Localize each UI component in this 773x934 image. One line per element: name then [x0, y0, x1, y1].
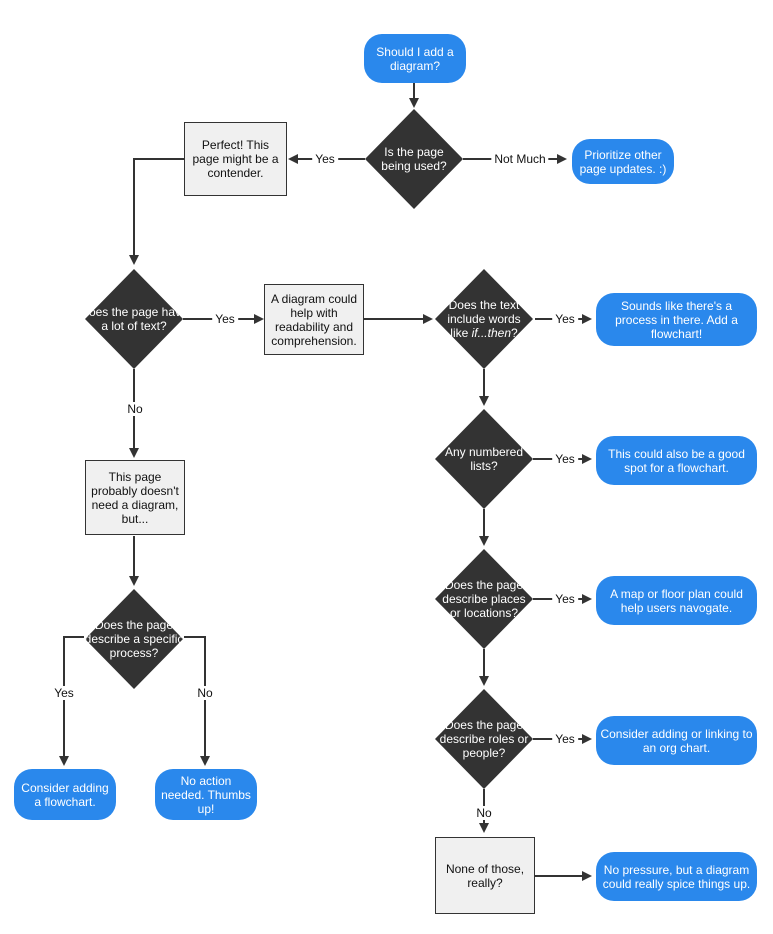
start-node: Should I add a diagram? — [364, 34, 466, 83]
spot-node-label: This could also be a good spot for a flo… — [608, 446, 745, 475]
consider-node: Consider adding a flowchart. — [14, 769, 116, 820]
consider-node-label: Consider adding a flowchart. — [21, 780, 109, 809]
edge-label-yes-helps: Yes — [212, 312, 238, 326]
not-need-node-label: This page probably doesn't need a diagra… — [91, 469, 179, 526]
edge-label-yes-consider: Yes — [51, 686, 77, 700]
decision-text — [85, 269, 183, 369]
decision-places-text: Does the page describe places or locatio… — [442, 578, 526, 620]
pressure-node-label: No pressure, but a diagram could really … — [602, 862, 751, 891]
decision-roles — [435, 689, 533, 789]
no-action-node: No action needed. Thumbs up! — [155, 769, 257, 820]
edge-label-yes-perfect: Yes — [312, 152, 338, 166]
process-node-label: Sounds like there's a process in there. … — [615, 298, 738, 341]
edge-label-yes-org: Yes — [552, 732, 578, 746]
edge-label-yes-spot: Yes — [552, 452, 578, 466]
edge-label-no-notneed: No — [124, 402, 146, 416]
decision-roles-text: Does the page describe roles or people? — [439, 718, 529, 760]
edge-specific-to-noaction — [184, 636, 210, 766]
helps-node: A diagram could help with readability an… — [264, 284, 364, 355]
decision-used-label: Is the page being used? — [376, 139, 452, 179]
helps-node-label: A diagram could help with readability an… — [270, 291, 358, 348]
edge-label-no-none: No — [473, 806, 495, 820]
edge-label-no-noaction: No — [194, 686, 216, 700]
none-node: None of those, really? — [435, 837, 535, 914]
decision-ifthen-text: Does the text include words like if...th… — [438, 298, 530, 340]
decision-numbered — [435, 409, 533, 509]
org-node-label: Consider adding or linking to an org cha… — [600, 726, 753, 755]
decision-places — [435, 549, 533, 649]
edge-specific-to-consider — [59, 636, 84, 766]
none-node-label: None of those, really? — [445, 861, 525, 890]
decision-ifthen-label: Does the text include words like if...th… — [438, 297, 530, 341]
decision-text-label: Does the page have a lot of text? — [80, 297, 188, 341]
decision-ifthen-post: ? — [511, 326, 518, 340]
edge-label-yes-process: Yes — [552, 312, 578, 326]
decision-text-text: Does the page have a lot of text? — [80, 305, 188, 333]
decision-ifthen — [435, 269, 533, 369]
map-node-label: A map or floor plan could help users nav… — [610, 586, 743, 615]
edge-label-yes-map: Yes — [552, 592, 578, 606]
decision-ifthen-em: if...then — [471, 326, 511, 340]
start-node-label: Should I add a diagram? — [376, 44, 454, 73]
prioritize-node: Prioritize other page updates. :) — [572, 139, 674, 184]
edge-perfect-to-text — [129, 158, 184, 265]
decision-ifthen-pre: Does the text include words like — [447, 298, 521, 340]
org-node: Consider adding or linking to an org cha… — [596, 716, 757, 765]
decision-specific-label: Does the page describe a specific proces… — [84, 617, 184, 661]
decision-places-label: Does the page describe places or locatio… — [436, 577, 532, 621]
perfect-node-label: Perfect! This page might be a contender. — [192, 138, 279, 180]
decision-roles-label: Does the page describe roles or people? — [436, 717, 532, 761]
decision-used — [365, 109, 463, 209]
decision-specific-text: Does the page describe a specific proces… — [84, 618, 184, 660]
spot-node: This could also be a good spot for a flo… — [596, 436, 757, 485]
map-node: A map or floor plan could help users nav… — [596, 576, 757, 625]
edge-label-not-much: Not Much — [491, 152, 549, 166]
process-node: Sounds like there's a process in there. … — [596, 293, 757, 346]
decision-numbered-label: Any numbered lists? — [440, 444, 528, 474]
perfect-node: Perfect! This page might be a contender. — [184, 122, 287, 196]
prioritize-node-label: Prioritize other page updates. :) — [579, 147, 667, 176]
no-action-node-label: No action needed. Thumbs up! — [161, 773, 251, 816]
not-need-node: This page probably doesn't need a diagra… — [85, 460, 185, 535]
decision-specific — [85, 589, 183, 689]
decision-numbered-text: Any numbered lists? — [444, 445, 524, 473]
decision-used-text: Is the page being used? — [381, 145, 447, 173]
pressure-node: No pressure, but a diagram could really … — [596, 852, 757, 901]
